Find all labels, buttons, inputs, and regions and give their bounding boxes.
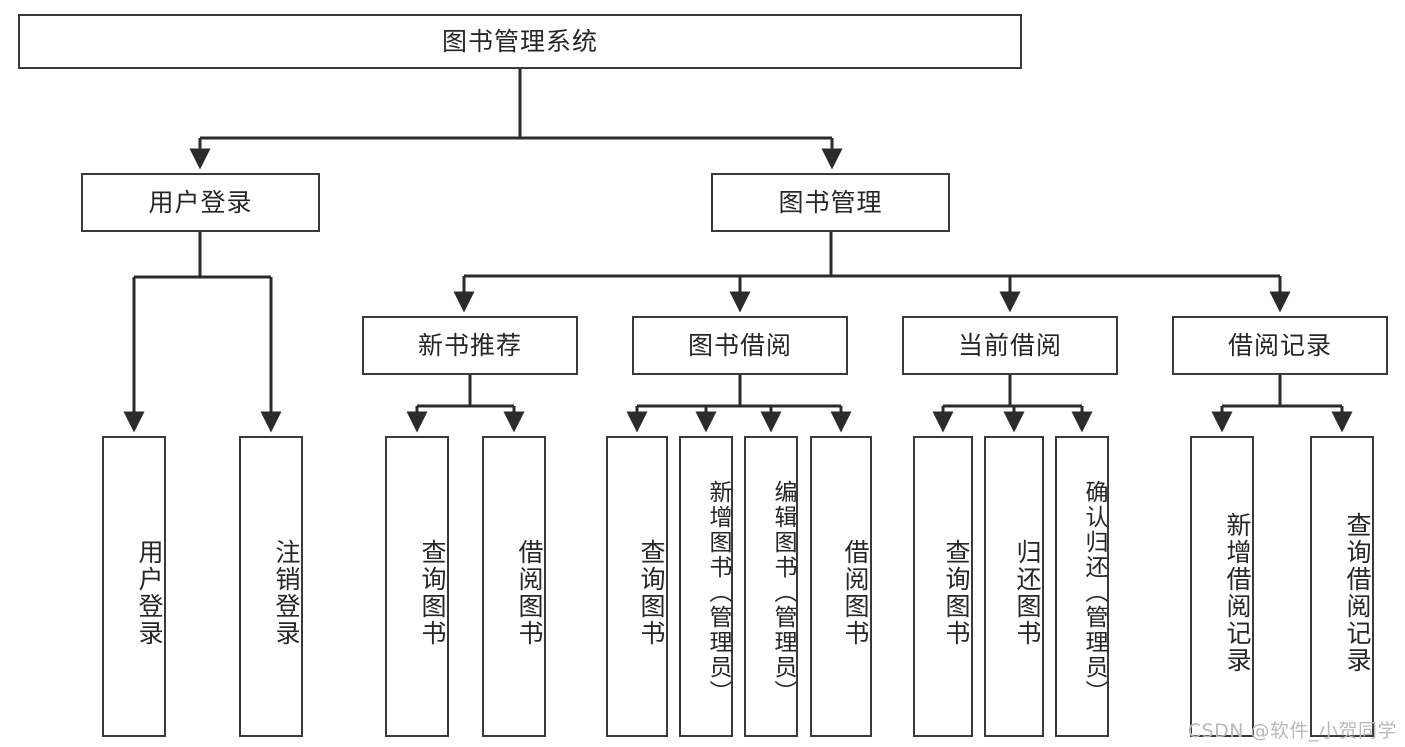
- csdn-watermark: CSDN @软件_小贺同学: [1187, 720, 1397, 742]
- node-root[interactable]: 图书管理系统: [18, 14, 1022, 69]
- node-label: 归还图书: [1013, 538, 1042, 647]
- node-leaf-query-record[interactable]: 查询借阅记录: [1310, 436, 1374, 737]
- node-label: 用户登录: [135, 538, 164, 647]
- node-label: 图书管理: [778, 187, 883, 217]
- node-label: 新增借阅记录: [1223, 511, 1252, 674]
- node-user-login[interactable]: 用户登录: [81, 173, 320, 232]
- node-label: 用户登录: [148, 187, 253, 217]
- node-label: 当前借阅: [957, 330, 1062, 360]
- node-leaf-confirm-return[interactable]: 确认归还（管理员）: [1055, 436, 1109, 737]
- node-leaf-borrow-book-1[interactable]: 借阅图书: [482, 436, 546, 737]
- node-label: 注销登录: [272, 538, 301, 647]
- node-label: 借阅图书: [841, 538, 870, 647]
- node-borrow-record[interactable]: 借阅记录: [1172, 316, 1388, 375]
- node-label: 查询图书: [418, 538, 447, 647]
- node-label: 编辑图书（管理员）: [770, 480, 796, 705]
- node-label: 查询借阅记录: [1343, 511, 1372, 674]
- node-leaf-query-book-3[interactable]: 查询图书: [913, 436, 973, 737]
- node-leaf-query-book-2[interactable]: 查询图书: [606, 436, 668, 737]
- node-leaf-query-book-1[interactable]: 查询图书: [385, 436, 449, 737]
- node-label: 确认归还（管理员）: [1081, 480, 1107, 705]
- node-leaf-user-login[interactable]: 用户登录: [102, 436, 166, 737]
- node-leaf-logout[interactable]: 注销登录: [239, 436, 303, 737]
- node-leaf-borrow-book-2[interactable]: 借阅图书: [810, 436, 872, 737]
- node-label: 新增图书（管理员）: [705, 480, 731, 705]
- node-new-book-recommend[interactable]: 新书推荐: [362, 316, 578, 375]
- node-label: 查询图书: [942, 538, 971, 647]
- node-leaf-return-book[interactable]: 归还图书: [984, 436, 1044, 737]
- node-leaf-add-book[interactable]: 新增图书（管理员）: [679, 436, 733, 737]
- node-leaf-edit-book[interactable]: 编辑图书（管理员）: [744, 436, 798, 737]
- node-book-borrow[interactable]: 图书借阅: [632, 316, 848, 375]
- node-label: 新书推荐: [417, 330, 522, 360]
- node-label: 借阅记录: [1227, 330, 1332, 360]
- node-book-management[interactable]: 图书管理: [711, 173, 950, 232]
- node-current-borrow[interactable]: 当前借阅: [902, 316, 1118, 375]
- node-label: 借阅图书: [515, 538, 544, 647]
- node-leaf-add-record[interactable]: 新增借阅记录: [1190, 436, 1254, 737]
- node-label: 查询图书: [637, 538, 666, 647]
- node-label: 图书管理系统: [441, 26, 598, 56]
- node-label: 图书借阅: [687, 330, 792, 360]
